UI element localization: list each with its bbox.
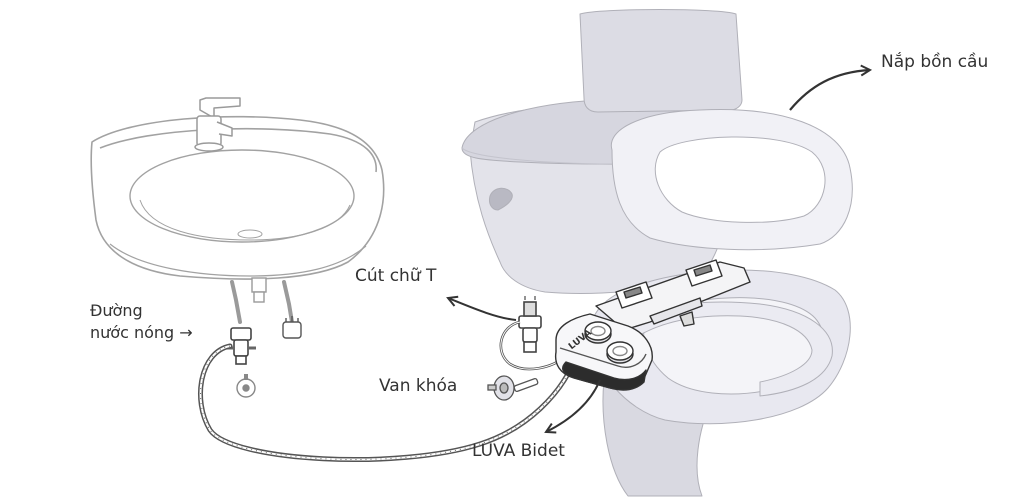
arrow-tee (448, 298, 517, 321)
toilet-lid-label: Nắp bồn cầu (881, 52, 989, 72)
arrow-bidet (546, 379, 601, 432)
shutoff-valve (487, 375, 539, 401)
sink (90, 115, 385, 280)
toilet-tee-fitting (518, 296, 542, 353)
hot-water-line-label-line2: nước nóng → (90, 323, 193, 342)
sink-drain-tail (251, 277, 267, 303)
tee-fitting-label: Cút chữ T (355, 266, 437, 286)
sink-supply-pipes (230, 280, 294, 324)
hot-water-line-label: Đường nước nóng → (90, 300, 193, 344)
arrow-lid (789, 70, 870, 111)
sink-shutoff-knob (236, 374, 256, 398)
bidet-label: LUVA Bidet (472, 441, 565, 461)
bidet-attachment (554, 259, 751, 391)
hot-water-tee (226, 327, 256, 365)
faucet (194, 97, 241, 152)
cold-line-fitting (282, 316, 302, 339)
shutoff-valve-label: Van khóa (379, 376, 458, 396)
hot-water-line-label-line1: Đường (90, 301, 143, 320)
